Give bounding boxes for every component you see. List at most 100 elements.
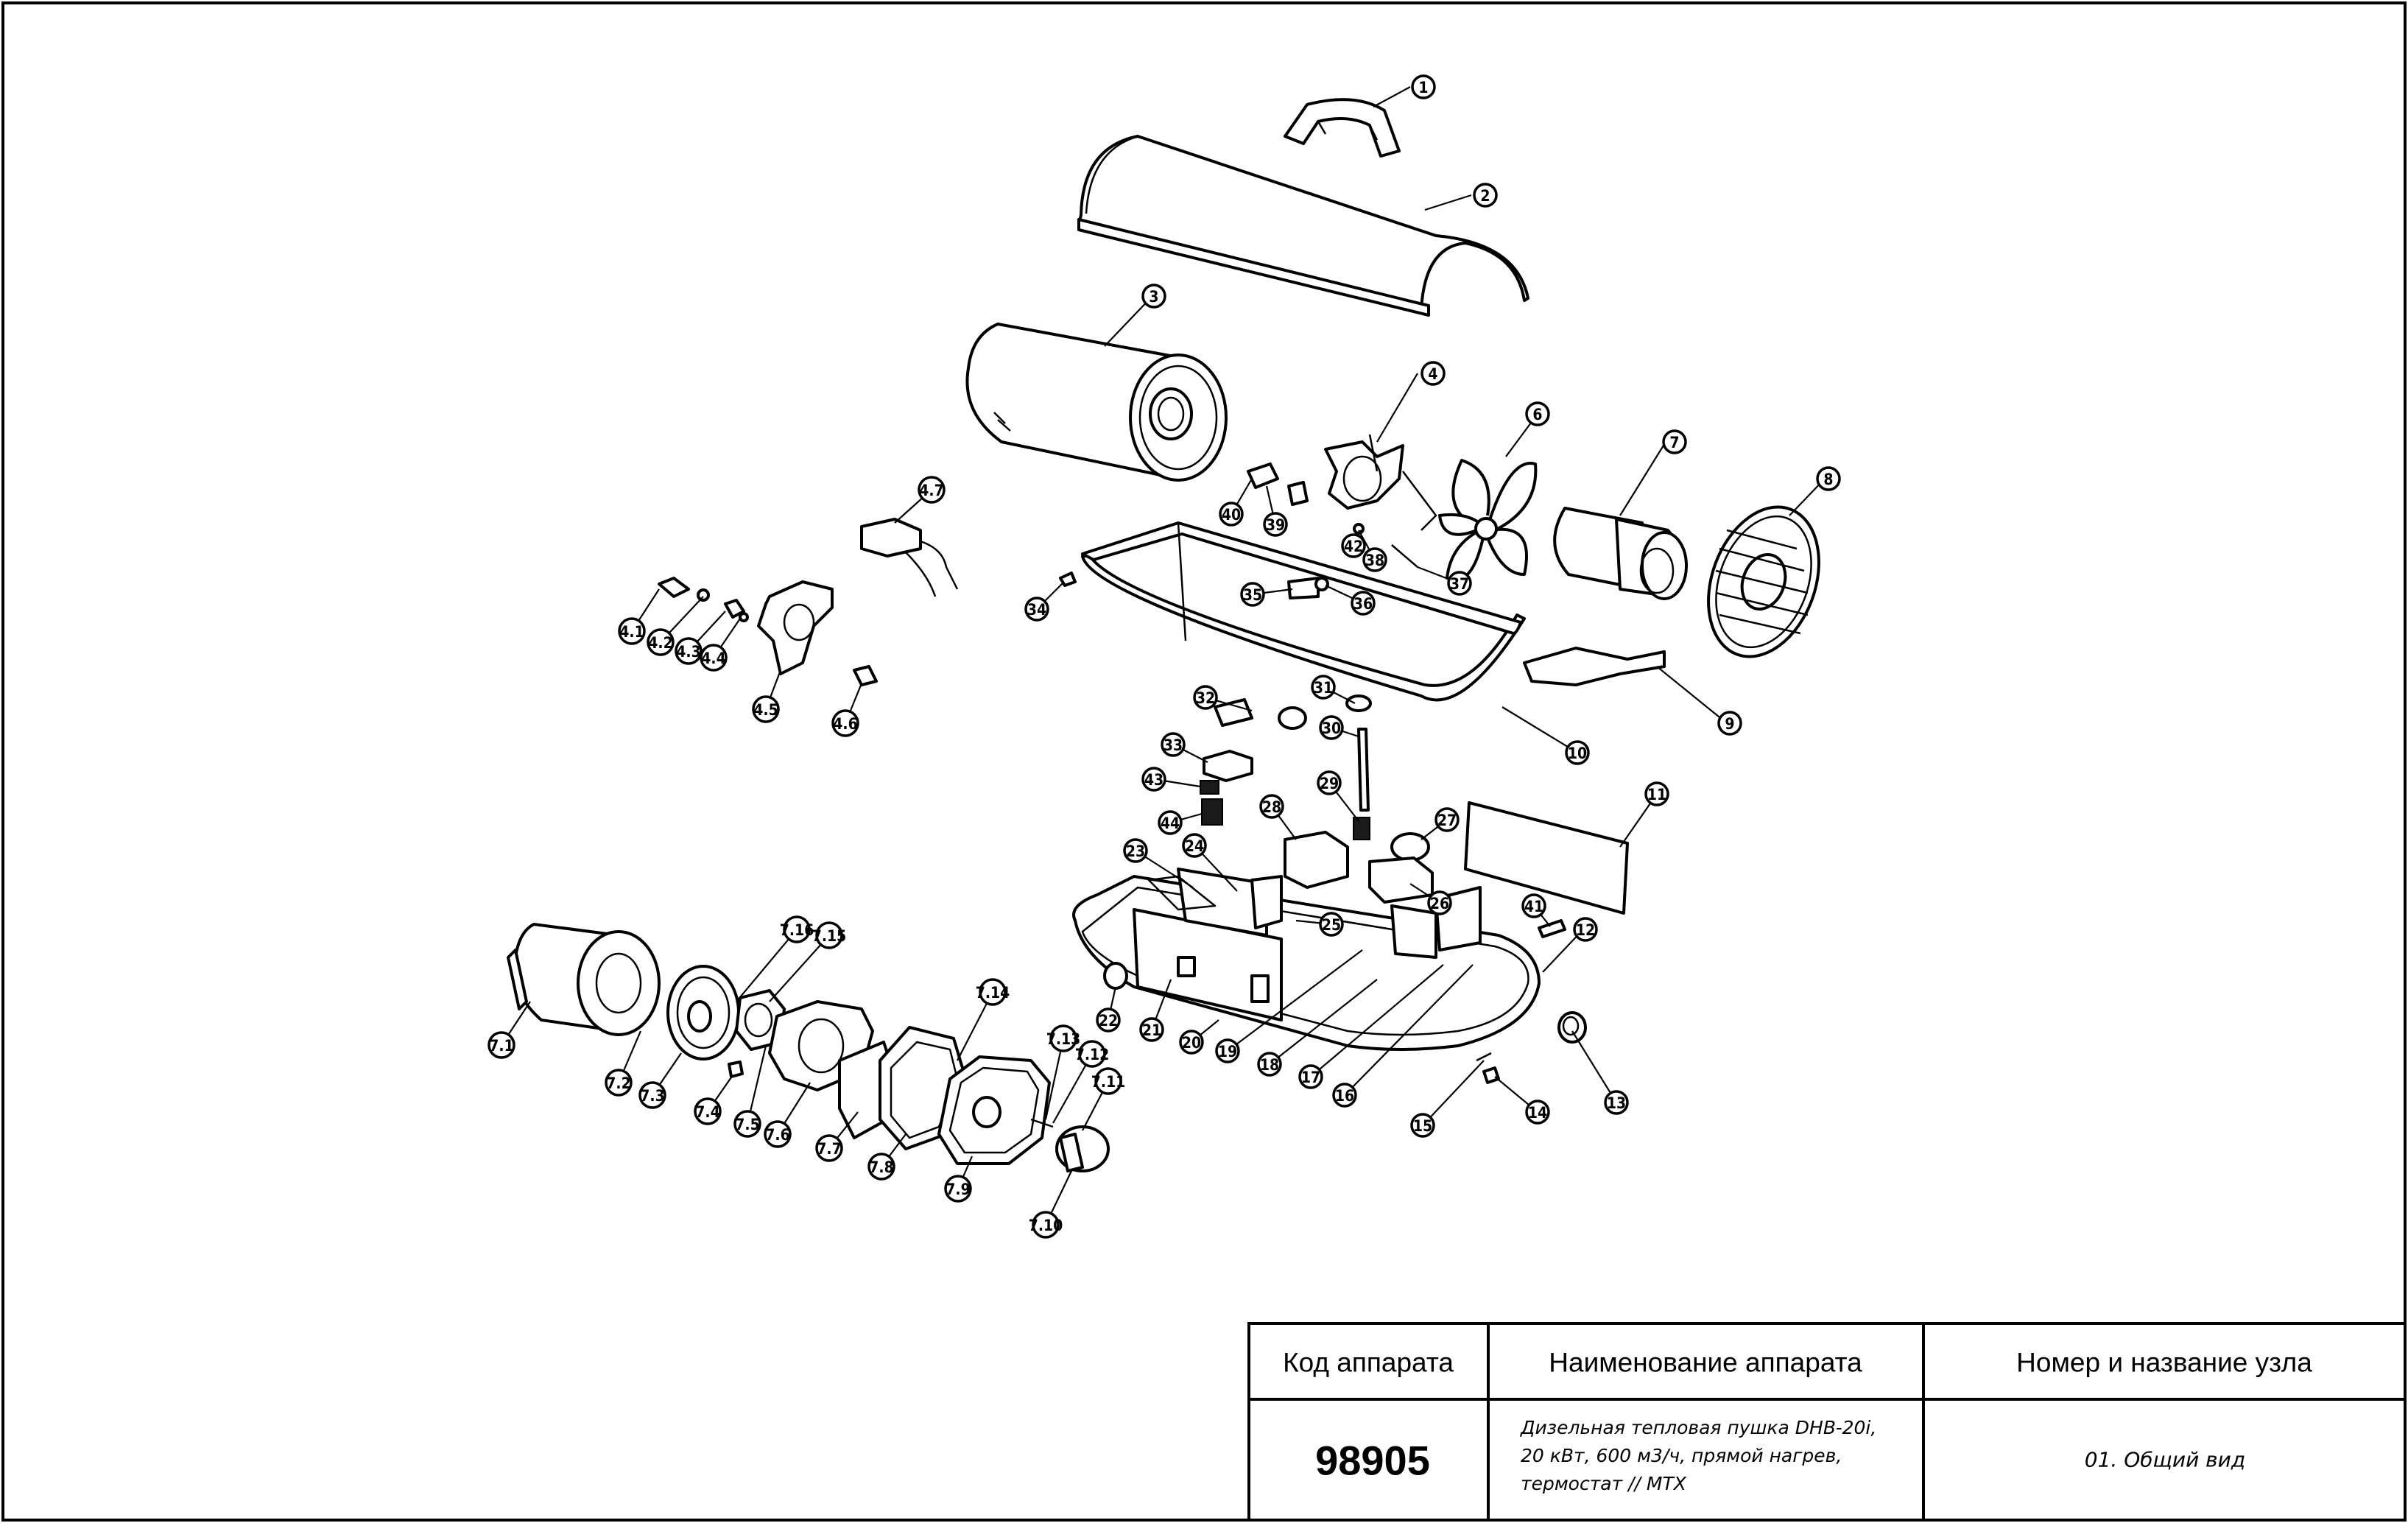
callout-7-1: 7.1 bbox=[487, 1031, 515, 1059]
callout-2: 2 bbox=[1473, 183, 1498, 208]
callout-number: 2 bbox=[1480, 187, 1490, 205]
callout-number: 18 bbox=[1260, 1056, 1279, 1074]
callout-32: 32 bbox=[1193, 685, 1218, 710]
callout-number: 39 bbox=[1266, 516, 1285, 534]
callout-21: 21 bbox=[1139, 1017, 1164, 1042]
callout-7-16: 7.16 bbox=[780, 915, 814, 943]
callout-number: 7.5 bbox=[735, 1116, 759, 1133]
callout-number: 7.2 bbox=[606, 1074, 630, 1092]
callout-25: 25 bbox=[1319, 912, 1344, 937]
callout-number: 36 bbox=[1353, 595, 1373, 613]
callout-7-2: 7.2 bbox=[605, 1069, 633, 1097]
callout-28: 28 bbox=[1259, 794, 1284, 819]
callout-8: 8 bbox=[1816, 466, 1841, 491]
callout-42: 42 bbox=[1341, 533, 1366, 558]
callout-number: 9 bbox=[1725, 715, 1734, 733]
callout-4-7: 4.7 bbox=[918, 476, 946, 504]
callout-circle bbox=[1816, 466, 1841, 491]
callout-number: 4.4 bbox=[701, 650, 725, 667]
callout-number: 22 bbox=[1099, 1012, 1118, 1030]
callout-7-12: 7.12 bbox=[1075, 1040, 1110, 1068]
callout-number: 31 bbox=[1314, 679, 1333, 697]
callout-circle bbox=[605, 1069, 633, 1097]
callout-12: 12 bbox=[1573, 917, 1598, 942]
callout-circle bbox=[1434, 807, 1460, 832]
callout-circle bbox=[944, 1175, 972, 1203]
header-device-code: Код аппарата bbox=[1283, 1348, 1454, 1378]
callout-1: 1 bbox=[1411, 74, 1436, 99]
callout-circle bbox=[831, 709, 859, 737]
callout-4-2: 4.2 bbox=[647, 628, 675, 656]
callout-circle bbox=[1351, 591, 1376, 616]
callout-number: 34 bbox=[1027, 601, 1046, 619]
node-name-value: 01. Общий вид bbox=[2085, 1448, 2245, 1472]
callout-number: 24 bbox=[1185, 837, 1204, 855]
callout-40: 40 bbox=[1219, 502, 1244, 527]
callout-number: 4.3 bbox=[676, 643, 700, 661]
callout-31: 31 bbox=[1311, 675, 1336, 700]
callout-circle bbox=[1319, 715, 1344, 740]
callout-10: 10 bbox=[1565, 740, 1590, 765]
callout-7-10: 7.10 bbox=[1029, 1211, 1063, 1239]
callout-circle bbox=[1311, 675, 1336, 700]
device-name-line-2: 20 кВт, 600 м3/ч, прямой нагрев, bbox=[1521, 1445, 1842, 1466]
callout-number: 19 bbox=[1218, 1043, 1237, 1061]
callout-17: 17 bbox=[1298, 1064, 1323, 1089]
callout-circle bbox=[1141, 767, 1166, 792]
header-node-name: Номер и название узла bbox=[2016, 1348, 2312, 1378]
callout-circle bbox=[1604, 1090, 1629, 1115]
callout-number: 7.4 bbox=[695, 1103, 719, 1121]
callout-6: 6 bbox=[1525, 401, 1550, 426]
callout-number: 7.8 bbox=[869, 1158, 893, 1176]
title-block: Код аппарата Наименование аппарата Номер… bbox=[1247, 1322, 2407, 1522]
callout-24: 24 bbox=[1182, 833, 1207, 858]
callout-number: 14 bbox=[1528, 1104, 1547, 1122]
callout-27: 27 bbox=[1434, 807, 1460, 832]
callout-circle bbox=[918, 476, 946, 504]
callout-39: 39 bbox=[1263, 512, 1288, 537]
callout-circle bbox=[1193, 685, 1218, 710]
callout-circle bbox=[1215, 1038, 1240, 1063]
callout-4: 4 bbox=[1420, 361, 1446, 386]
callout-number: 25 bbox=[1322, 916, 1341, 934]
callout-number: 4.2 bbox=[648, 634, 672, 652]
callout-number: 23 bbox=[1126, 843, 1145, 860]
callout-7-15: 7.15 bbox=[812, 921, 847, 949]
callout-circle bbox=[1179, 1030, 1204, 1055]
callout-18: 18 bbox=[1257, 1052, 1282, 1077]
callout-number: 7.10 bbox=[1029, 1217, 1063, 1234]
callout-number: 7.9 bbox=[946, 1181, 970, 1198]
callout-number: 7.15 bbox=[812, 927, 847, 945]
callout-circle bbox=[1123, 838, 1148, 863]
callout-circle bbox=[487, 1031, 515, 1059]
callout-7-14: 7.14 bbox=[976, 978, 1010, 1006]
callout-36: 36 bbox=[1351, 591, 1376, 616]
callout-number: 15 bbox=[1413, 1117, 1432, 1135]
callout-circle bbox=[1332, 1083, 1357, 1108]
callout-circle bbox=[1319, 912, 1344, 937]
callout-circle bbox=[1420, 361, 1446, 386]
callout-circle bbox=[1139, 1017, 1164, 1042]
callout-number: 7.16 bbox=[780, 921, 814, 939]
callout-number: 8 bbox=[1823, 471, 1833, 488]
callout-4-6: 4.6 bbox=[831, 709, 859, 737]
callout-circle bbox=[1096, 1007, 1121, 1033]
callout-number: 4.1 bbox=[619, 623, 644, 641]
callout-circle bbox=[1219, 502, 1244, 527]
callout-number: 20 bbox=[1182, 1034, 1201, 1052]
callout-number: 1 bbox=[1418, 79, 1428, 96]
callout-37: 37 bbox=[1447, 571, 1472, 596]
callout-circle bbox=[1521, 893, 1546, 918]
callout-circle bbox=[675, 637, 703, 665]
callout-circle bbox=[1259, 794, 1284, 819]
callout-number: 7.11 bbox=[1091, 1073, 1126, 1091]
callout-circle bbox=[752, 695, 780, 723]
callout-29: 29 bbox=[1317, 770, 1342, 795]
callout-circle bbox=[1573, 917, 1598, 942]
callout-number: 7.12 bbox=[1075, 1046, 1110, 1063]
callout-15: 15 bbox=[1410, 1113, 1435, 1138]
callout-circle bbox=[867, 1153, 895, 1181]
callout-3: 3 bbox=[1141, 284, 1166, 309]
callout-circle bbox=[1410, 1113, 1435, 1138]
callout-number: 27 bbox=[1437, 812, 1457, 829]
